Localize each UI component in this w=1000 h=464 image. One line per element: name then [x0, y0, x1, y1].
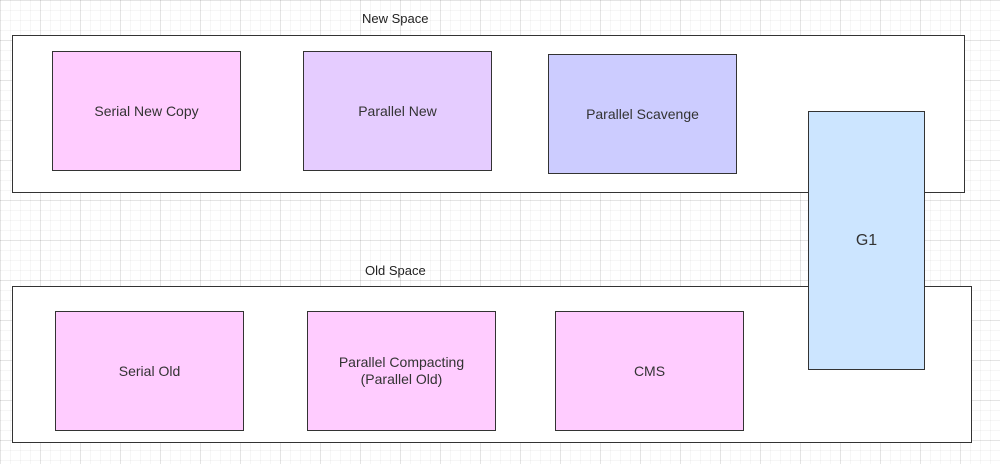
parallel-scavenge-node[interactable]: Parallel Scavenge	[548, 54, 737, 174]
serial-new-copy-node[interactable]: Serial New Copy	[52, 51, 241, 171]
new-space-title: New Space	[362, 11, 429, 26]
parallel-compacting-node[interactable]: Parallel Compacting (Parallel Old)	[307, 311, 496, 431]
cms-node[interactable]: CMS	[555, 311, 744, 431]
parallel-new-node[interactable]: Parallel New	[303, 51, 492, 171]
old-space-title: Old Space	[365, 263, 426, 278]
serial-old-node[interactable]: Serial Old	[55, 311, 244, 431]
g1-node[interactable]: G1	[808, 111, 925, 370]
